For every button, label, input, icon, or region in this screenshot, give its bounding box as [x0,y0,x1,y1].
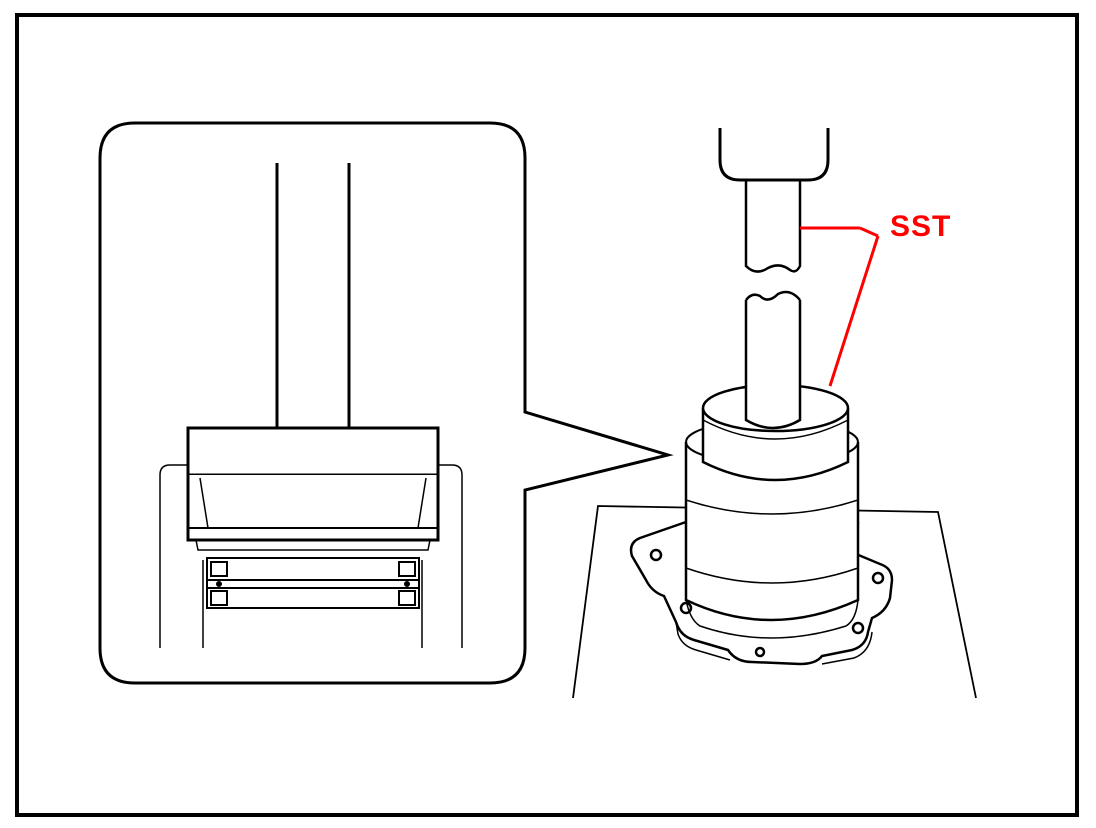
sst-rod-lower [744,290,802,430]
detail-callout-box [98,121,674,685]
diagram-border [15,13,1079,817]
detail-callout [98,121,674,685]
sst-rod-upper [744,180,802,273]
detail-tool-head [186,426,440,551]
press-ram [718,128,830,182]
detail-housing-bore [159,464,463,648]
detail-bearing-rings [206,557,420,609]
main-view [572,128,977,699]
installer-cup [701,383,850,482]
sst-leader-lines [800,226,880,387]
sst-label: SST [890,210,951,243]
housing-flange [629,520,894,666]
